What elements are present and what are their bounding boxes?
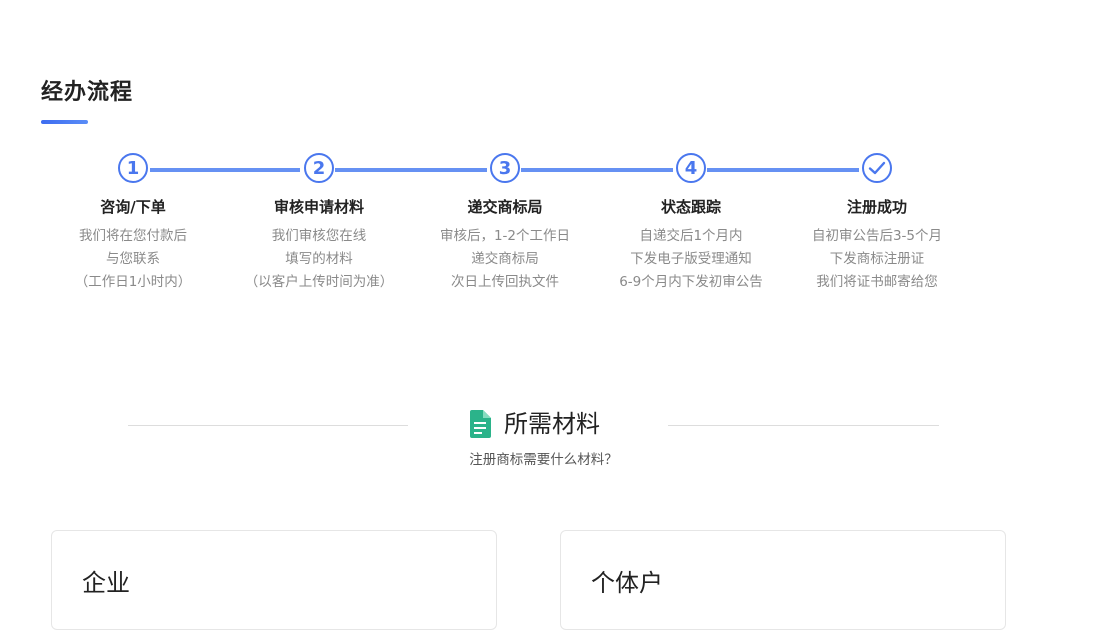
step-title: 审核申请材料 <box>273 198 364 216</box>
step-title: 咨询/下单 <box>100 198 166 216</box>
step-desc-line: （以客户上传时间为准） <box>244 274 394 290</box>
step-desc-line: （工作日1小时内） <box>74 274 192 290</box>
card-title: 企业 <box>82 569 130 597</box>
step-description: 我们审核您在线 填写的材料 （以客户上传时间为准） <box>219 225 419 294</box>
step-desc-line: 下发商标注册证 <box>829 251 925 267</box>
card-individual-business[interactable]: 个体户 <box>560 530 1006 630</box>
step-number-badge: 2 <box>304 153 334 183</box>
step-title: 递交商标局 <box>467 198 543 216</box>
process-step-5: 注册成功 自初审公告后3-5个月 下发商标注册证 我们将证书邮寄给您 <box>777 153 977 294</box>
step-description: 我们将在您付款后 与您联系 （工作日1小时内） <box>33 225 233 294</box>
step-description: 自递交后1个月内 下发电子版受理通知 6-9个月内下发初审公告 <box>591 225 791 294</box>
step-description: 自初审公告后3-5个月 下发商标注册证 我们将证书邮寄给您 <box>777 225 977 294</box>
process-step-4: 4 状态跟踪 自递交后1个月内 下发电子版受理通知 6-9个月内下发初审公告 <box>591 153 791 294</box>
materials-subtitle: 注册商标需要什么材料？ <box>469 452 618 468</box>
step-desc-line: 自递交后1个月内 <box>639 228 743 244</box>
step-desc-line: 填写的材料 <box>285 251 353 267</box>
step-desc-line: 次日上传回执文件 <box>451 274 559 290</box>
step-desc-line: 我们将在您付款后 <box>79 228 187 244</box>
step-desc-line: 我们审核您在线 <box>271 228 367 244</box>
materials-heading: 所需材料 <box>468 408 600 440</box>
document-icon <box>468 410 492 438</box>
step-description: 审核后，1-2个工作日 递交商标局 次日上传回执文件 <box>405 225 605 294</box>
step-desc-line: 我们将证书邮寄给您 <box>816 274 938 290</box>
step-desc-line: 自初审公告后3-5个月 <box>811 228 943 244</box>
step-title: 注册成功 <box>846 198 907 216</box>
step-connector <box>707 168 859 172</box>
step-number-badge: 3 <box>490 153 520 183</box>
step-desc-line: 递交商标局 <box>471 251 539 267</box>
step-connector <box>335 168 487 172</box>
step-desc-line: 6-9个月内下发初审公告 <box>619 274 763 290</box>
step-title: 状态跟踪 <box>660 198 721 216</box>
step-desc-line: 与您联系 <box>106 251 160 267</box>
card-enterprise[interactable]: 企业 <box>51 530 497 630</box>
divider-left <box>128 425 408 426</box>
step-desc-line: 下发电子版受理通知 <box>630 251 752 267</box>
title-underline <box>41 120 88 124</box>
section-title-process: 经办流程 <box>41 80 134 105</box>
card-title: 个体户 <box>591 569 663 597</box>
process-step-2: 2 审核申请材料 我们审核您在线 填写的材料 （以客户上传时间为准） <box>219 153 419 294</box>
divider-right <box>668 425 939 426</box>
step-connector <box>150 168 300 172</box>
process-step-1: 1 咨询/下单 我们将在您付款后 与您联系 （工作日1小时内） <box>33 153 233 294</box>
step-connector <box>521 168 673 172</box>
step-number-badge: 4 <box>676 153 706 183</box>
step-desc-line: 审核后，1-2个工作日 <box>439 228 571 244</box>
process-step-3: 3 递交商标局 审核后，1-2个工作日 递交商标局 次日上传回执文件 <box>405 153 605 294</box>
materials-title: 所需材料 <box>504 410 600 438</box>
check-icon <box>862 153 892 183</box>
step-number-badge: 1 <box>118 153 148 183</box>
